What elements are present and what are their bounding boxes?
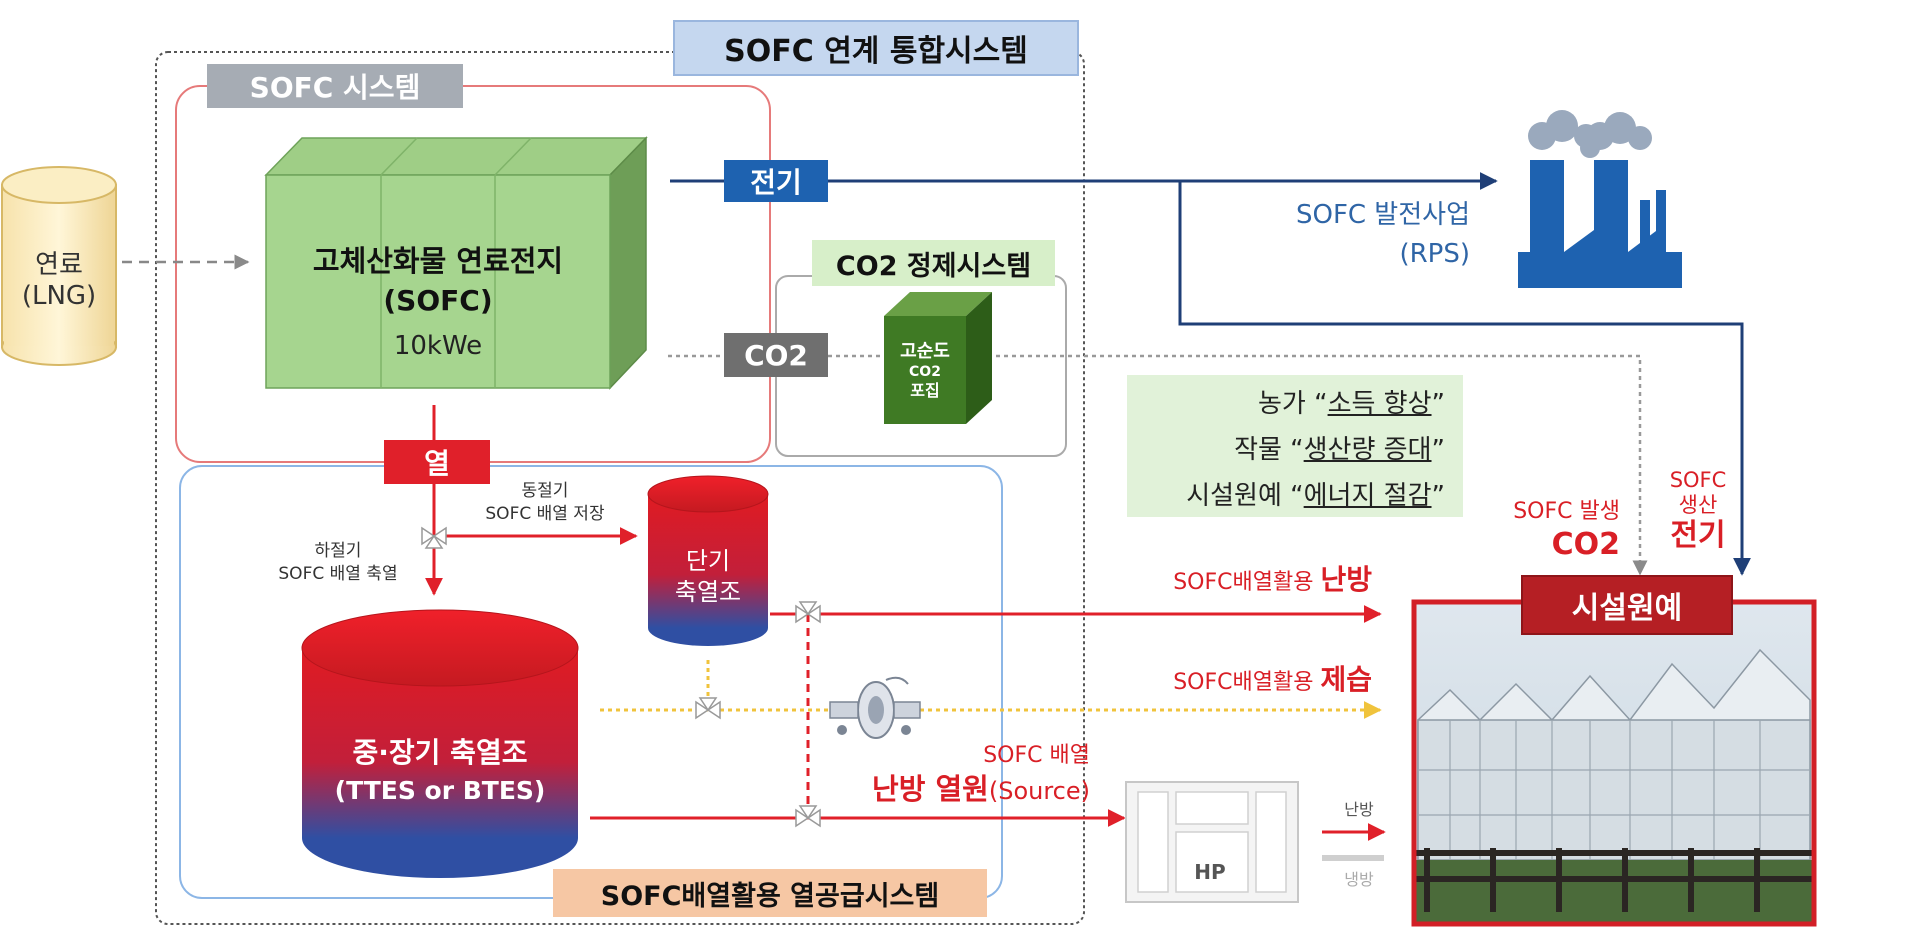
long-tank-line2: (TTES or BTES) [334,776,546,806]
capture-line2: CO2 [909,364,941,381]
source-line1: SOFC 배열 [983,743,1090,768]
sofc-capacity: 10kWe [393,330,483,361]
hp-cooling-label: 냉방 [1344,870,1374,889]
fuel-label-line1: 연료 [35,249,83,280]
source-suffix: (Source) [988,776,1090,805]
fuel-label-line2: (LNG) [21,280,97,311]
winter-annotation: 동절기 SOFC 배열 저장 [460,480,630,526]
plant-label: SOFC 발전사업 (RPS) [1252,196,1470,274]
greenhouse-photo [1414,602,1814,924]
heating-annotation: SOFC배열활용 난방 [1108,558,1372,598]
benefit-income-term: 소득 향상 [1327,389,1432,419]
valve-3 [695,697,721,720]
summer-annotation: 하절기 SOFC 배열 축열 [258,540,418,586]
greenhouse-co2-big: CO2 [1551,526,1620,562]
benefit-yield-prefix: 작물 “ [1234,435,1304,465]
valve-4 [795,805,821,828]
capture-label: 고순도 CO2 포집 [884,324,966,418]
heat-tag-box [384,440,490,484]
co2-tag: CO2 [744,338,808,372]
benefit-income-suffix: ” [1431,389,1445,419]
sofc-label: 고체산화물 연료전지 (SOFC) 10kWe [266,224,610,374]
heat-pump-unit [1125,781,1299,903]
short-tank-line2: 축열조 [674,578,742,606]
benefit-yield: 작물 “생산량 증대” [1234,429,1445,466]
integrated-system-title: SOFC 연계 통합시스템 [673,20,1079,76]
plant-label-line2: (RPS) [1399,239,1470,269]
source-line2: 난방 열원(Source) [840,771,1090,809]
plant-label-line1: SOFC 발전사업 [1295,200,1470,230]
short-tank-line1: 단기 [685,546,731,575]
summer-line2: SOFC 배열 축열 [278,563,398,584]
benefit-energy-term: 에너지 절감 [1303,481,1432,511]
source-big: 난방 열원 [872,771,989,806]
valve-2 [795,601,821,624]
fuel-label: 연료 (LNG) [4,232,114,322]
benefits-box: 농가 “소득 향상” 작물 “생산량 증대” 시설원예 “에너지 절감” [1127,375,1463,517]
heat-tag: 열 [424,447,450,480]
source-annotation: SOFC 배열 난방 열원(Source) [840,742,1090,808]
greenhouse-co2-label: SOFC 발생 CO2 [1494,498,1620,563]
sofc-abbr: (SOFC) [383,283,493,317]
power-plant-icon [1518,110,1682,288]
dehumidify-annotation: SOFC배열활용 제습 [1108,658,1372,698]
greenhouse-label-box [1521,575,1733,635]
summer-line1: 하절기 [314,541,362,561]
benefit-income-prefix: 농가 “ [1257,389,1328,419]
capture-line1: 고순도 [900,340,950,362]
sofc-stack [264,136,648,390]
greenhouse-co2-small: SOFC 발생 [1513,499,1620,524]
hp-label: HP [1194,860,1226,884]
short-tank-label: 단기 축열조 [648,540,768,614]
fuel-tank [1,166,117,366]
short-term-tank [647,475,769,646]
long-tank-line1: 중·장기 축열조 [352,735,528,769]
dehum-big: 제습 [1320,663,1372,696]
benefit-yield-suffix: ” [1431,435,1445,465]
electricity-tag: 전기 [750,166,802,199]
hp-heating-label: 난방 [1344,800,1374,819]
heating-big: 난방 [1320,563,1372,596]
sofc-name: 고체산화물 연료전지 [312,243,564,278]
integrated-system-border [155,51,1085,925]
co2-tag-box [724,333,828,377]
winter-line1: 동절기 [521,481,569,501]
sofc-system-title: SOFC 시스템 [207,64,463,108]
greenhouse-elec-label: SOFC 생산 전기 [1660,468,1736,554]
heating-small: SOFC배열활용 [1173,570,1321,595]
dehumidifier-icon [829,676,921,739]
dehum-small: SOFC배열활용 [1173,670,1321,695]
benefit-income: 농가 “소득 향상” [1258,383,1445,420]
long-tank-label: 중·장기 축열조 (TTES or BTES) [302,726,578,816]
greenhouse-elec-big: 전기 [1670,518,1726,554]
capture-line3: 포집 [910,381,940,401]
benefit-energy-prefix: 시설원예 “ [1186,481,1304,511]
benefit-yield-term: 생산량 증대 [1303,435,1432,465]
valve-1 [421,526,447,549]
greenhouse-label: 시설원예 [1571,591,1683,626]
winter-line2: SOFC 배열 저장 [485,503,605,524]
long-term-tank [301,609,579,878]
greenhouse-elec-small2: 생산 [1678,493,1718,518]
co2-system-title: CO2 정제시스템 [812,240,1055,286]
electricity-tag-box [724,160,828,202]
heat-system-title: SOFC배열활용 열공급시스템 [553,869,987,917]
co2-capture-unit [884,292,992,424]
greenhouse-elec-small1: SOFC [1669,468,1727,492]
electricity-line-to-greenhouse [1178,181,1751,576]
benefit-energy: 시설원예 “에너지 절감” [1186,475,1445,512]
benefit-energy-suffix: ” [1431,481,1445,511]
